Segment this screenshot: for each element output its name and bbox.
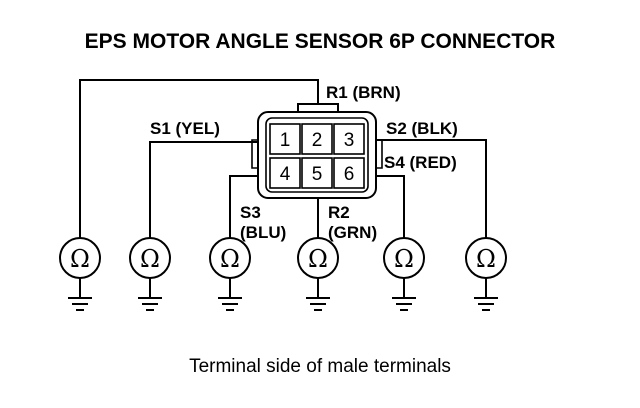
pin-number-4: 4 [280,164,291,185]
pin-number-3: 3 [344,130,355,151]
wire-labels: R1 (BRN) S1 (YEL) S2 (BLK) S4 (RED) S3 (… [150,83,458,242]
ground-icon [306,278,330,311]
ground-icon [474,278,498,311]
ground-icon [68,278,92,311]
ground-icon [138,278,162,311]
ohm-symbol: Ω [70,245,90,273]
caption: Terminal side of male terminals [189,356,451,377]
label-r2-line1: R2 [328,203,350,222]
ohm-symbol: Ω [140,245,160,273]
ohmmeter-icon: Ω [465,237,507,311]
ohm-symbol: Ω [394,245,414,273]
ohmmeter-icon: Ω [383,237,425,311]
pin-cell-4 [269,157,301,189]
label-s3-line1: S3 [240,203,261,222]
pin-number-1: 1 [280,130,291,151]
pin-cell-2 [301,123,333,155]
pin-cell-5 [301,157,333,189]
pin-cell-3 [333,123,365,155]
diagram-title: EPS MOTOR ANGLE SENSOR 6P CONNECTOR [85,30,556,53]
ohmmeter-icon: Ω [59,237,101,311]
connector-latch [297,103,339,112]
pin-number-5: 5 [312,164,323,185]
connector-6p: 1 2 3 4 5 6 [251,103,383,199]
wiring [79,79,487,238]
label-s1: S1 (YEL) [150,119,220,138]
label-s2: S2 (BLK) [386,119,458,138]
ohm-symbol: Ω [308,245,328,273]
ohmmeter-icon: Ω [297,237,339,311]
wire-s3 [229,175,258,238]
connector-side-guide-left [251,139,258,169]
label-s3-line2: (BLU) [240,223,286,242]
wire-s1 [149,141,258,238]
ground-icon [392,278,416,311]
pin-cell-6 [333,157,365,189]
pin-cell-1 [269,123,301,155]
pin-number-2: 2 [312,130,323,151]
ground-icon [218,278,242,311]
label-r2-line2: (GRN) [328,223,377,242]
connector-face [265,117,369,193]
ohm-symbol: Ω [220,245,240,273]
pin-number-6: 6 [344,164,355,185]
connector-housing [257,111,377,199]
wire-s4 [376,175,405,238]
wire-r1 [79,79,319,238]
connector-side-guide-right [376,139,383,169]
ohmmeter-icon: Ω [209,237,251,311]
wire-s2 [376,139,487,238]
ohm-symbol: Ω [476,245,496,273]
label-r1: R1 (BRN) [326,83,401,102]
ohmmeter-icon: Ω [129,237,171,311]
label-s4: S4 (RED) [384,153,457,172]
